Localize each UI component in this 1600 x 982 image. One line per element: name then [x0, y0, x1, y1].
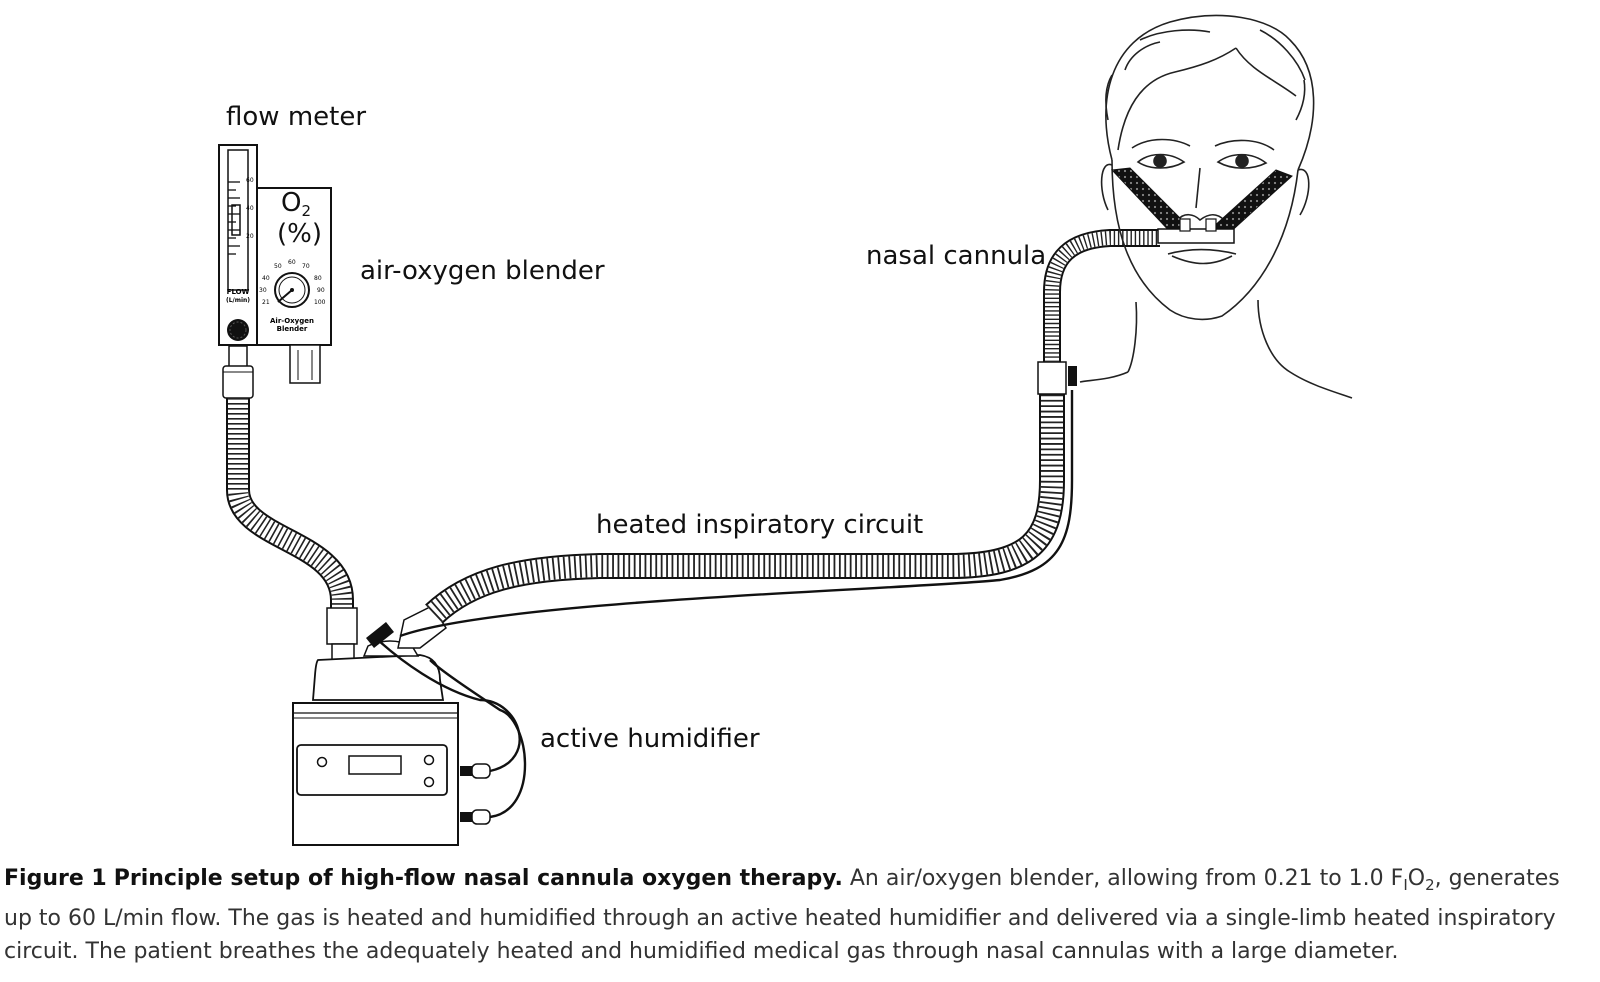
percent-label: (%): [277, 219, 322, 249]
caption-sub-2: 2: [1425, 876, 1435, 894]
caption-title: Principle setup of high-flow nasal cannu…: [113, 866, 843, 891]
nasal-cannula-label: nasal cannula: [866, 241, 1047, 271]
air-oxygen-blender-label: air-oxygen blender: [360, 256, 605, 286]
heater-wires: [377, 366, 1077, 819]
flow-meter: 60 40 20 FLOW (L/min): [218, 144, 258, 399]
caption-sub-i: I: [1403, 876, 1408, 894]
flow-knob: [227, 319, 249, 341]
flow-unit-label2: (L/min): [226, 297, 250, 304]
supply-hose: [226, 398, 354, 612]
heated-inspiratory-circuit-label: heated inspiratory circuit: [596, 510, 924, 540]
humidifier-button-bottom: [423, 776, 435, 788]
blender-name-label2: Blender: [277, 325, 308, 333]
o2-label-main: O: [281, 188, 302, 218]
caption-figure-label: Figure 1: [4, 866, 107, 891]
air-oxygen-blender: 21 30 40 50 60 70 80 90 100 Air-Oxygen B…: [256, 187, 332, 384]
dial-tick-30: 30: [259, 287, 267, 294]
flow-tick-20: 20: [246, 233, 254, 240]
humidifier-button-left: [316, 756, 328, 768]
dial-tick-80: 80: [314, 275, 322, 282]
dial-tick-100: 100: [314, 299, 326, 306]
setup-illustration: 60 40 20 FLOW (L/min) 21 30 40 50 60 70 …: [218, 14, 1353, 846]
flow-unit-label: FLOW: [227, 288, 250, 296]
dial-tick-60: 60: [288, 259, 296, 266]
active-humidifier: [292, 605, 491, 846]
dial-tick-90: 90: [317, 287, 325, 294]
o2-label: O2: [281, 188, 311, 220]
flow-meter-label: flow meter: [226, 102, 367, 132]
caption-text-a: An air/oxygen blender, allowing from 0.2…: [849, 866, 1404, 891]
heated-inspiratory-circuit: [425, 229, 1160, 624]
dial-tick-70: 70: [302, 263, 310, 270]
figure-caption: Figure 1 Principle setup of high-flow na…: [4, 862, 1594, 968]
dial-tick-40: 40: [262, 275, 270, 282]
active-humidifier-label: active humidifier: [540, 724, 760, 754]
caption-text-c: , generates up to 60 L/min flow. The gas…: [4, 866, 1560, 964]
dial-tick-21: 21: [262, 299, 270, 306]
flow-tick-40: 40: [246, 205, 254, 212]
dial-tick-50: 50: [274, 263, 282, 270]
caption-text-b: O: [1407, 866, 1426, 891]
patient-head: [1079, 14, 1353, 399]
flow-tick-60: 60: [246, 177, 254, 184]
o2-label-sub: 2: [301, 202, 312, 220]
blender-name-label: Air-Oxygen: [270, 317, 314, 325]
humidifier-button-top: [423, 754, 435, 766]
nasal-cannula: [1110, 167, 1293, 244]
